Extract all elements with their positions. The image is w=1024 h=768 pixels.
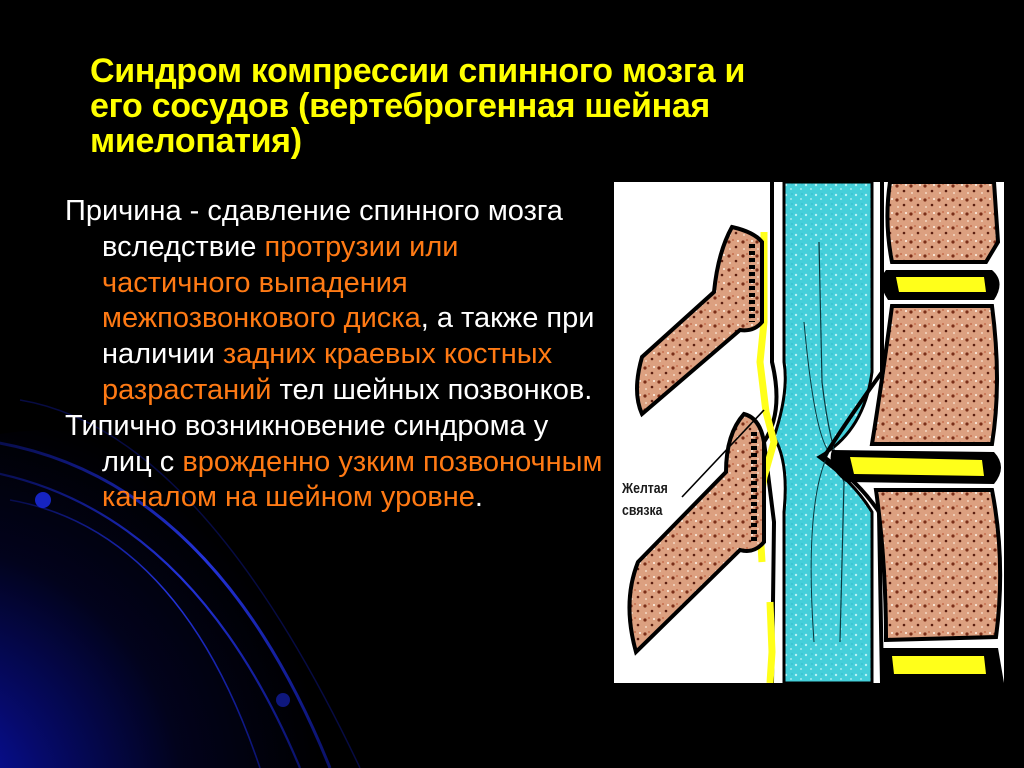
title-line-3: миелопатия) [90,122,302,160]
highlight-narrow-canal: врожденно узким позвоночным каналом на ш… [102,445,603,514]
vertebral-body-2 [869,304,999,446]
spine-illustration: Желтая связка [614,182,1004,683]
title-line-1: Синдром компрессии спинного мозга и [90,52,746,90]
text-segment: Причина - сдавление спинного мозга вслед… [65,195,563,263]
slide-title: Синдром компрессии спинного мозга и его … [90,54,950,159]
yellow-ligament-label: Желтая связка [622,478,668,522]
spine-drawing [627,182,1004,683]
paragraph-cause: Причина - сдавление спинного мозга вслед… [65,194,605,409]
spinous-process-lower [627,411,766,656]
spinal-cord [772,182,874,683]
text-segment: . [474,481,483,514]
label-leader-line [681,409,765,498]
title-line-2: его сосудов (вертеброгенная шейная [90,87,710,125]
text-segment: , а также при наличии [102,302,595,371]
label-line-1: Желтая [622,480,668,497]
slide-body: Причина - сдавление спинного мозга вслед… [65,194,605,516]
text-segment: тел шейных позвонков. [271,373,593,406]
highlight-disc-protrusion: протрузии или частичного выпадения межпо… [102,230,459,335]
vertebral-body-3 [873,488,1003,643]
spinous-process-upper [635,224,764,418]
text-segment: Типично возникновение синдрома у лиц с [65,409,549,478]
paragraph-typical: Типично возникновение синдрома у лиц с в… [65,409,605,516]
label-line-2: связка [622,502,663,519]
highlight-bone-growths: задних краевых костных разрастаний [102,338,553,406]
vertebral-body-1 [885,182,1001,264]
